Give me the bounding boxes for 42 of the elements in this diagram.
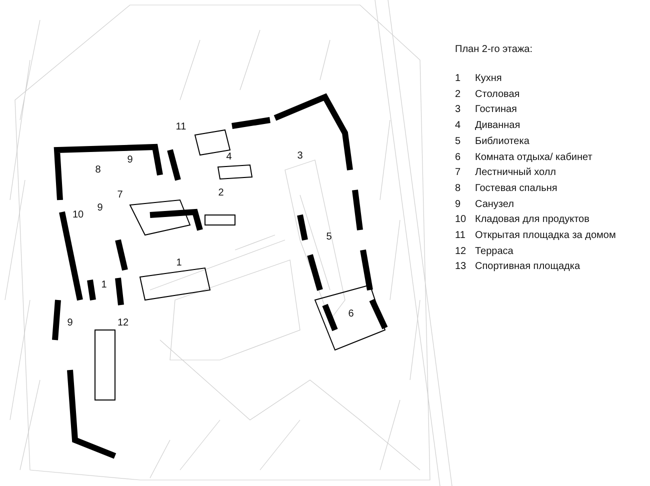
callout-number: 12	[117, 318, 129, 328]
room-number: 4	[455, 120, 461, 132]
room-number: 7	[455, 167, 461, 180]
callout-number: 3	[297, 150, 303, 162]
callout-number: 4	[226, 152, 232, 162]
room-name: Диванная	[475, 120, 520, 132]
room-name: Комната отдыха/ кабинет	[475, 152, 592, 164]
room-number: 6	[455, 152, 461, 164]
callout-number: 10	[72, 210, 84, 220]
room-name: Открытая площадка за домом	[475, 230, 616, 242]
room-number: 9	[455, 198, 461, 211]
callout-number: 5	[326, 232, 332, 242]
room-number: 8	[455, 182, 461, 195]
callout-number: 1	[176, 258, 182, 268]
room-name: Лестничный холл	[475, 167, 556, 180]
callout-number: 9	[127, 154, 133, 166]
room-name: Санузел	[475, 198, 514, 211]
room-name: Гостевая спальня	[475, 182, 558, 195]
callout-number: 9	[97, 202, 103, 214]
room-number: 10	[455, 214, 466, 226]
room-name: Терраса	[475, 246, 514, 258]
callout-number: 11	[176, 122, 186, 132]
room-number: 11	[455, 230, 466, 242]
room-number: 1	[455, 73, 461, 85]
room-name: Библиотека	[475, 136, 530, 148]
callout-number: 9	[67, 318, 73, 328]
room-name: Спортивная площадка	[475, 261, 580, 274]
room-number: 12	[455, 246, 466, 258]
room-name: Кухня	[475, 73, 502, 85]
room-name: Гостиная	[475, 104, 517, 116]
room-number: 2	[455, 88, 461, 101]
callout-number: 6	[348, 308, 354, 320]
room-name: Кладовая для продуктов	[475, 214, 590, 226]
callout-number: 1	[101, 280, 107, 290]
callout-number: 8	[95, 164, 101, 176]
room-number: 3	[455, 104, 461, 116]
room-number: 5	[455, 136, 461, 148]
callout-number: 2	[218, 188, 224, 198]
plan-title: План 2-го этажа:	[455, 44, 532, 56]
room-name: Столовая	[475, 88, 520, 101]
room-number: 13	[455, 261, 466, 274]
callout-number: 7	[117, 190, 123, 200]
